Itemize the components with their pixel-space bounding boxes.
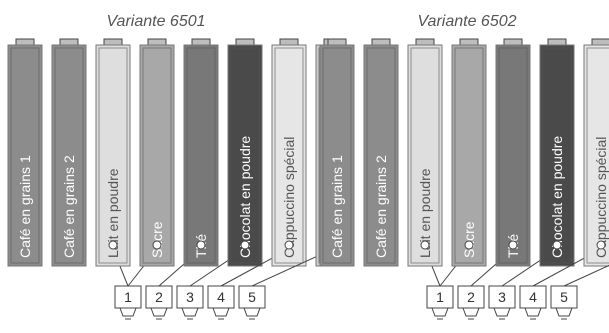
- feed-line: [563, 264, 609, 287]
- outlet-number-1: 1: [436, 289, 444, 305]
- canister-cap: [103, 38, 123, 46]
- canister-cap: [147, 38, 167, 46]
- canister-cap: [547, 38, 567, 46]
- canister-cap: [415, 38, 435, 46]
- canister: [227, 44, 263, 267]
- canister-frame: [230, 47, 260, 264]
- canister: [51, 44, 87, 267]
- outlet-number-3: 3: [186, 289, 194, 305]
- canister-cap: [235, 38, 255, 46]
- variant-title-6501: Variante 6501: [106, 13, 205, 30]
- outlet-nozzle-3: [493, 307, 511, 317]
- canister-frame: [454, 47, 484, 264]
- outlet-number-4: 4: [529, 289, 537, 305]
- canister-cap: [371, 38, 391, 46]
- outlet-nozzle-2: [462, 307, 480, 317]
- canister-cap: [327, 38, 347, 46]
- outlet-number-2: 2: [155, 289, 163, 305]
- canister-frame: [410, 47, 440, 264]
- canister: [539, 44, 575, 267]
- outlet-nozzle-1: [119, 307, 137, 317]
- canister-label: Sucre: [461, 221, 477, 258]
- canister-port: [464, 240, 474, 250]
- canister-cap: [591, 38, 609, 46]
- outlet-number-3: 3: [498, 289, 506, 305]
- canister-label: Sucre: [149, 221, 165, 258]
- canister-frame: [98, 47, 128, 264]
- canister-frame: [498, 47, 528, 264]
- canister: [139, 44, 175, 267]
- canister-label: Cappuccino spécial: [281, 137, 297, 258]
- canister-label: Chocolat en poudre: [549, 136, 565, 258]
- canister-port: [152, 240, 162, 250]
- canister-port: [508, 240, 518, 250]
- outlet-number-5: 5: [560, 289, 568, 305]
- outlet-nozzle-5: [555, 307, 573, 317]
- canister: [7, 44, 43, 267]
- outlet-number-2: 2: [467, 289, 475, 305]
- canister-cap: [503, 38, 523, 46]
- canister-cap: [191, 38, 211, 46]
- canister-label: Café en grains 2: [373, 155, 389, 258]
- outlet-number-4: 4: [217, 289, 225, 305]
- canister-frame: [186, 47, 216, 264]
- canister-frame: [542, 47, 572, 264]
- outlet-nozzle-1: [431, 307, 449, 317]
- canister-cap: [279, 38, 299, 46]
- canister-cap: [459, 38, 479, 46]
- variant-2-group: 1 2 3 4 5 Café en grains 1 Café en grains 2 Lai…: [319, 38, 609, 320]
- canister-label: Lait en poudre: [417, 168, 433, 258]
- canister-frame: [54, 47, 84, 264]
- canister-label: Café en grains 1: [17, 155, 33, 258]
- canister-port: [284, 240, 294, 250]
- canister-label: Café en grains 1: [329, 155, 345, 258]
- outlet-number-1: 1: [124, 289, 132, 305]
- canister-port: [596, 240, 606, 250]
- canister: [363, 44, 399, 267]
- outlet-nozzle-2: [150, 307, 168, 317]
- canister-label: Chocolat en poudre: [237, 136, 253, 258]
- canister: [95, 44, 131, 267]
- canister-frame: [586, 47, 609, 264]
- canister-cap: [59, 38, 79, 46]
- canister-port: [420, 240, 430, 250]
- canister: [495, 44, 531, 267]
- canister: [451, 44, 487, 267]
- outlet-number-5: 5: [248, 289, 256, 305]
- canister-port: [196, 240, 206, 250]
- canister-port: [240, 240, 250, 250]
- canister-frame: [142, 47, 172, 264]
- canister-frame: [10, 47, 40, 264]
- canister: [407, 44, 443, 267]
- canister-label: Café en grains 2: [61, 155, 77, 258]
- canister-port: [108, 240, 118, 250]
- canister-label: Lait en poudre: [105, 168, 121, 258]
- canister: [183, 44, 219, 267]
- canister-frame: [322, 47, 352, 264]
- outlet-nozzle-3: [181, 307, 199, 317]
- outlet-nozzle-5: [243, 307, 261, 317]
- outlet-nozzle-4: [524, 307, 542, 317]
- canister-frame: [274, 47, 304, 264]
- canister: [583, 44, 609, 267]
- canister-port: [552, 240, 562, 250]
- canister-frame: [366, 47, 396, 264]
- canister: [319, 44, 355, 267]
- canister-label: Cappuccino spécial: [593, 137, 609, 258]
- outlet-nozzle-4: [212, 307, 230, 317]
- variant-1-group: 1 2 3 4 5 Café en grains 1 Café en grains 2 Lai…: [7, 38, 351, 320]
- variant-title-6502: Variante 6502: [417, 13, 516, 30]
- canister: [271, 44, 307, 267]
- canister-cap: [15, 38, 35, 46]
